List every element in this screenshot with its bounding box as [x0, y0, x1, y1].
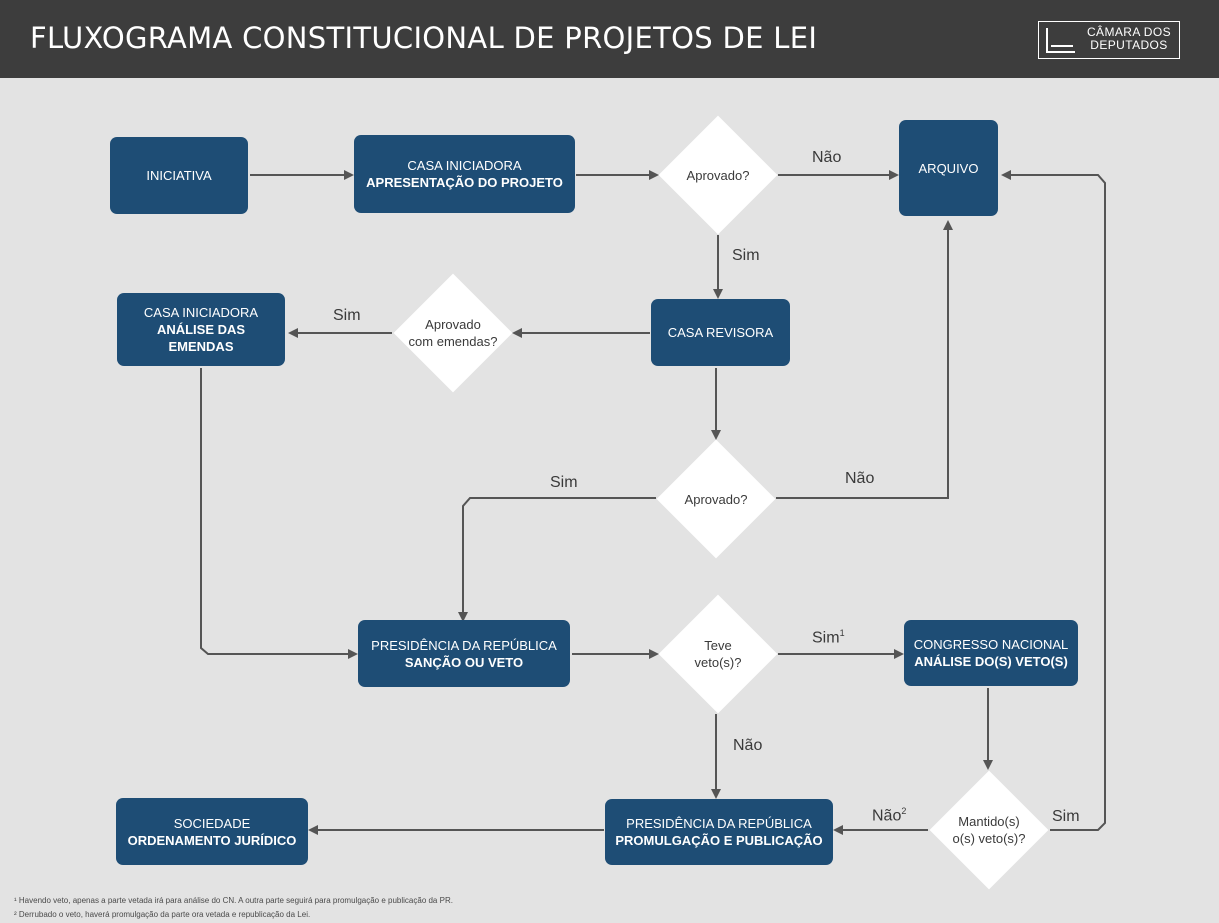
node-sociedade-title: SOCIEDADE — [173, 815, 251, 831]
node-sociedade: SOCIEDADE ORDENAMENTO JURÍDICO — [116, 798, 308, 865]
decision-teve-veto: Teve veto(s)? — [658, 594, 778, 714]
decision-teve-veto-text: Teve veto(s)? — [658, 594, 778, 714]
node-casa-iniciadora-title: CASA INICIADORA — [407, 158, 522, 173]
edge-aprovado-2-sim-to-presidencia — [458, 497, 656, 622]
node-presidencia-promulgacao-title: PRESIDÊNCIA DA REPÚBLICA — [626, 816, 812, 831]
edge-label-sim-revisora: Sim — [732, 247, 760, 264]
decision-mantido-veto-line1: Mantido(s) — [958, 814, 1020, 829]
edge-label-nao-mantido: Não2 — [872, 806, 906, 825]
edge-label-nao-mantido-text: Não — [872, 807, 902, 825]
footnote-2: ² Derrubado o veto, haverá promulgação d… — [14, 910, 311, 919]
decision-aprovado-com-emendas-line2: com emendas? — [408, 334, 498, 349]
node-iniciativa-label: INICIATIVA — [146, 168, 212, 183]
node-apresentacao-subtitle: APRESENTAÇÃO DO PROJETO — [366, 175, 563, 190]
decision-aprovado-2-label: Aprovado? — [684, 491, 748, 507]
header-bar: FLUXOGRAMA CONSTITUCIONAL DE PROJETOS DE… — [0, 0, 1219, 78]
node-casa-revisora-label: CASA REVISORA — [667, 325, 774, 340]
node-presidencia-sancao-title: PRESIDÊNCIA DA REPÚBLICA — [371, 637, 557, 653]
edge-label-sim-emendas: Sim — [333, 307, 361, 324]
logo-line1: CÂMARA DOS — [1086, 25, 1171, 39]
edge-label-sim-veto: Sim1 — [812, 628, 845, 647]
decision-aprovado-1-text: Aprovado? — [658, 115, 778, 235]
camara-logo: CÂMARA DOS DEPUTADOS — [1038, 21, 1180, 59]
edge-label-sim-veto-text: Sim — [812, 629, 840, 647]
edge-mantido-sim-to-arquivo — [1001, 170, 1106, 831]
node-iniciativa: INICIATIVA — [110, 137, 248, 214]
decision-mantido-veto: Mantido(s) o(s) veto(s)? — [929, 770, 1049, 890]
decision-aprovado-1: Aprovado? — [658, 115, 778, 235]
node-analise-emendas-subtitle: ANÁLISE DAS EMENDAS — [156, 322, 246, 354]
node-analise-vetos-subtitle: ANÁLISE DO(S) VETO(S) — [914, 654, 1068, 669]
decision-teve-veto-line1: Teve — [704, 638, 732, 653]
logo-text: CÂMARA DOS DEPUTADOS — [1083, 26, 1175, 52]
footnote-ref-2: 2 — [901, 806, 907, 816]
footnote-ref-1: 1 — [839, 628, 845, 638]
decision-teve-veto-line2: veto(s)? — [694, 655, 742, 670]
edge-label-nao-aprovado-2: Não — [845, 470, 875, 487]
node-casa-iniciadora-emendas-title: CASA INICIADORA — [143, 305, 259, 320]
node-ordenamento-subtitle: ORDENAMENTO JURÍDICO — [127, 832, 297, 848]
edge-aprovado-2-nao-to-arquivo — [776, 220, 953, 499]
page-title: FLUXOGRAMA CONSTITUCIONAL DE PROJETOS DE… — [30, 21, 818, 55]
decision-aprovado-com-emendas-text: Aprovado com emendas? — [393, 273, 513, 393]
edge-label-sim-aprovado-2: Sim — [550, 474, 578, 491]
node-congresso-nacional-title: CONGRESSO NACIONAL — [913, 637, 1069, 652]
decision-aprovado-com-emendas-line1: Aprovado — [425, 317, 481, 332]
camara-building-icon — [1046, 28, 1075, 53]
node-presidencia-promulgacao: PRESIDÊNCIA DA REPÚBLICA PROMULGAÇÃO E P… — [605, 799, 833, 865]
decision-mantido-veto-text: Mantido(s) o(s) veto(s)? — [929, 770, 1049, 890]
edge-label-nao-arquivo: Não — [812, 149, 842, 166]
edge-emendas-to-presidencia — [200, 368, 358, 659]
decision-aprovado-2: Aprovado? — [656, 439, 776, 559]
node-congresso-nacional: CONGRESSO NACIONAL ANÁLISE DO(S) VETO(S) — [904, 620, 1078, 686]
decision-aprovado-com-emendas: Aprovado com emendas? — [393, 273, 513, 393]
decision-mantido-veto-line2: o(s) veto(s)? — [952, 831, 1026, 846]
node-casa-revisora: CASA REVISORA — [651, 299, 790, 366]
node-casa-iniciadora-emendas: CASA INICIADORA ANÁLISE DAS EMENDAS — [117, 293, 285, 366]
decision-aprovado-2-text: Aprovado? — [656, 439, 776, 559]
node-arquivo-label: ARQUIVO — [918, 160, 979, 176]
edge-label-sim-mantido: Sim — [1052, 808, 1080, 825]
node-casa-iniciadora-apresentacao: CASA INICIADORA APRESENTAÇÃO DO PROJETO — [354, 135, 575, 213]
node-arquivo: ARQUIVO — [899, 120, 998, 216]
logo-line2: DEPUTADOS — [1090, 38, 1168, 52]
node-promulgacao-subtitle: PROMULGAÇÃO E PUBLICAÇÃO — [615, 833, 823, 848]
decision-aprovado-1-label: Aprovado? — [686, 167, 750, 183]
footnote-1: ¹ Havendo veto, apenas a parte vetada ir… — [14, 896, 453, 905]
edge-label-nao-veto: Não — [733, 737, 763, 754]
node-sancao-veto-subtitle: SANÇÃO OU VETO — [404, 654, 524, 670]
node-presidencia-sancao: PRESIDÊNCIA DA REPÚBLICA SANÇÃO OU VETO — [358, 620, 570, 687]
